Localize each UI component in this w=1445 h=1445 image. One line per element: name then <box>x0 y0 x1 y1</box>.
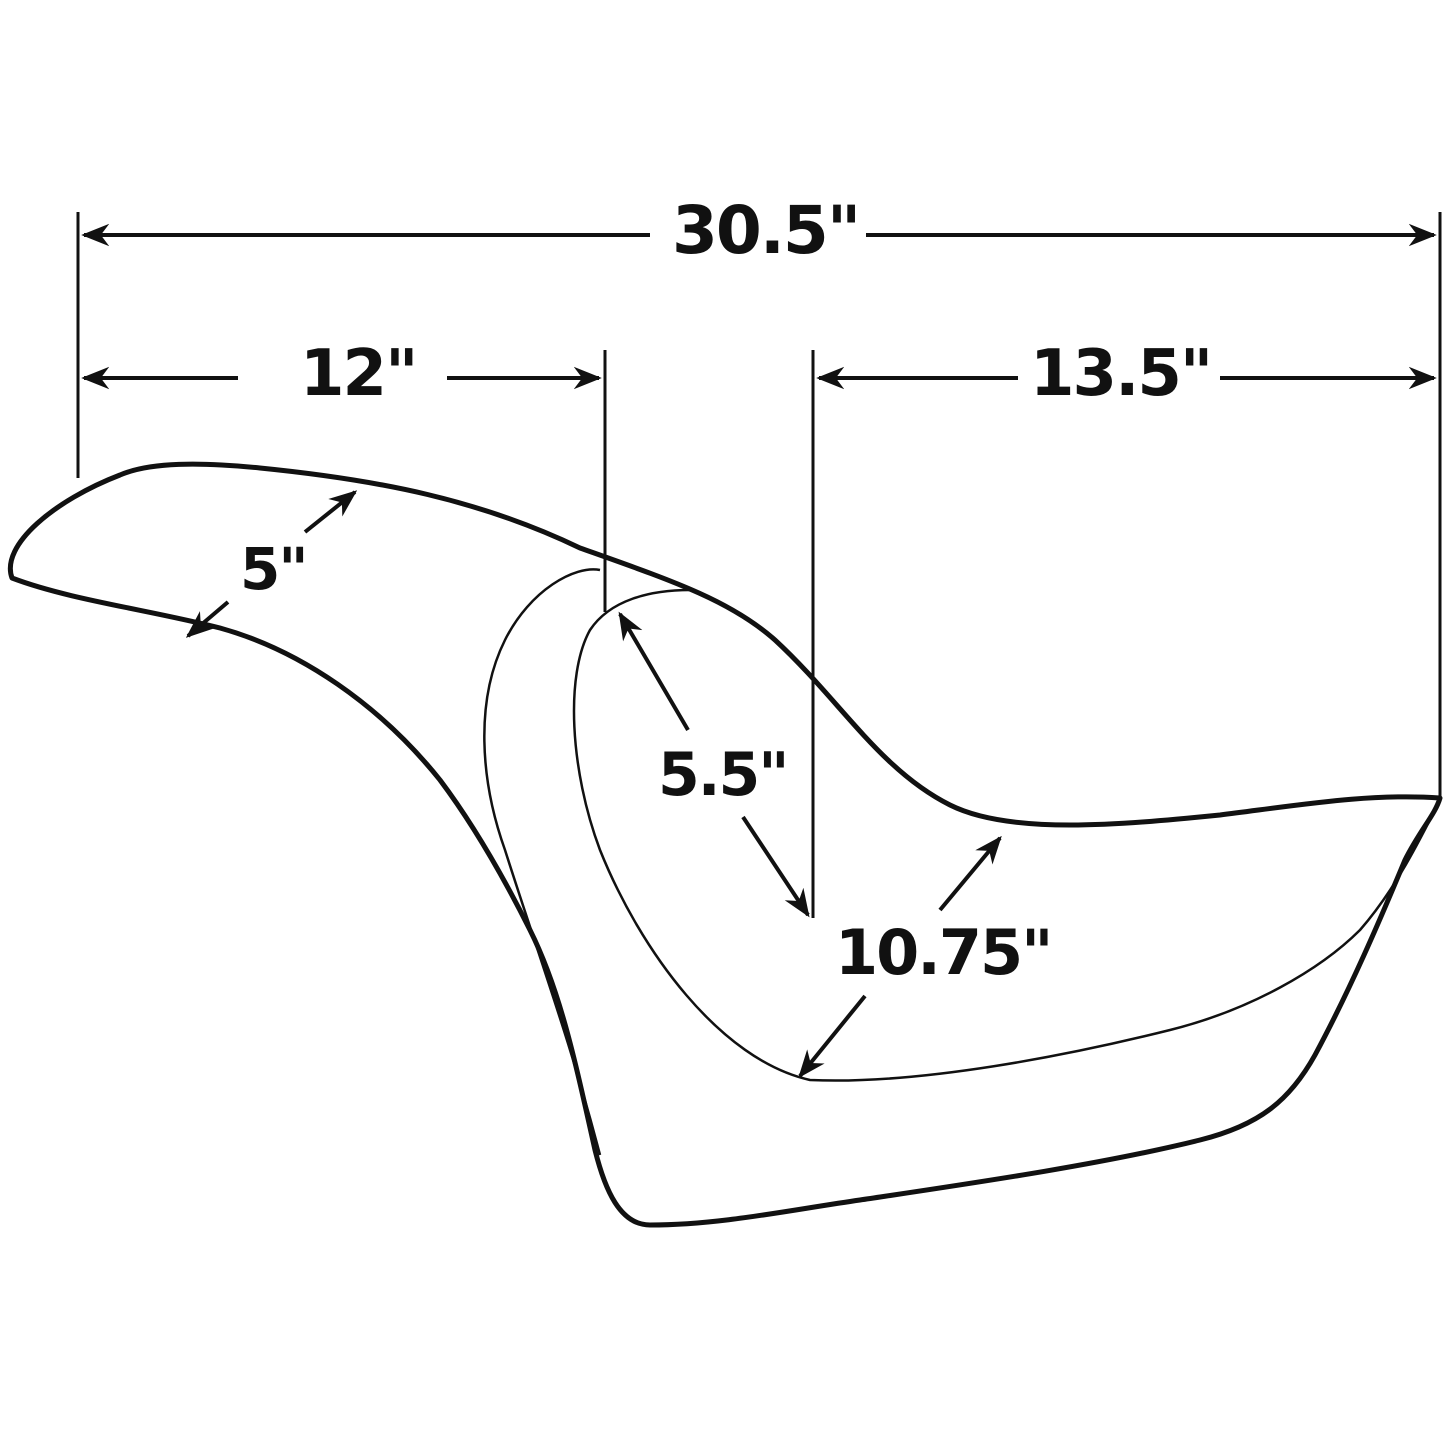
seat-pan-outline <box>483 568 1442 1156</box>
front-height-dimension-line <box>185 600 230 638</box>
seat-outline <box>7 461 1443 1228</box>
seat-width-label: 10.75" <box>835 916 1053 989</box>
seat-width-dimension-line <box>938 835 1002 912</box>
rear-section-length-label: 13.5" <box>1030 337 1213 411</box>
seat-depth-dimension-line <box>618 611 690 732</box>
front-section-length-label: 12" <box>300 337 418 411</box>
extension-lines <box>76 212 1442 918</box>
overall-length-label: 30.5" <box>672 192 861 269</box>
dimension-lines <box>81 223 1437 1079</box>
front-height-label: 5" <box>240 535 309 603</box>
seat-depth-label: 5.5" <box>658 740 790 810</box>
